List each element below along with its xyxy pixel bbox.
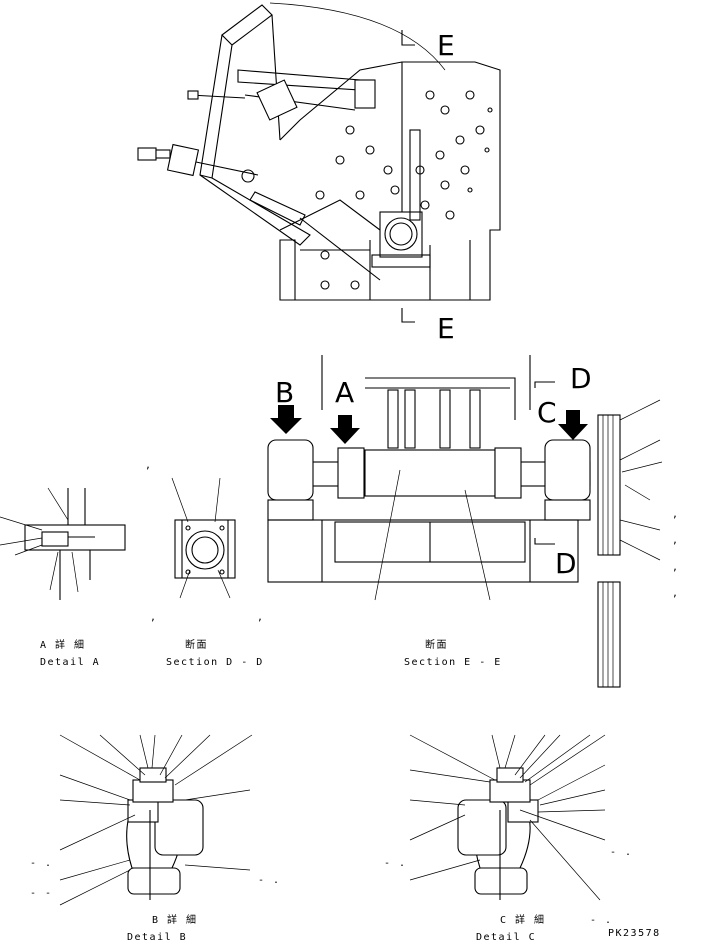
detail-c-title-en: Detail C: [476, 932, 536, 941]
detail-b-view: [59, 734, 253, 906]
detail-a-title-en: Detail A: [40, 657, 100, 668]
section-marker-d-bottom: D: [555, 547, 577, 580]
drawing-number: PK23578: [608, 928, 661, 939]
detail-c-title-jp: C 詳 細: [500, 913, 546, 926]
section-d-d-view: [171, 477, 236, 599]
section-marker-a: A: [335, 376, 354, 409]
section-marker-e-top: E: [437, 29, 455, 62]
detail-a-view: [0, 487, 126, 600]
detail-b-title-jp: B 詳 細: [152, 913, 198, 926]
section-marker-b: B: [275, 376, 294, 409]
stray-mark: - .: [258, 875, 281, 886]
section-e-e-title-en: Section E - E: [404, 657, 502, 668]
section-marker-c: C: [537, 396, 557, 429]
section-d-d-title-jp: 断面: [185, 638, 208, 651]
main-side-view: [137, 2, 501, 323]
detail-b-title-en: Detail B: [127, 932, 187, 941]
stray-mark: ,: [672, 535, 680, 546]
stray-mark: - .: [384, 858, 407, 869]
stray-mark: - .: [610, 847, 633, 858]
stray-mark: - .: [30, 858, 53, 869]
stray-mark: ,: [145, 460, 153, 471]
stray-mark: ,: [257, 612, 265, 623]
stray-mark: ,: [672, 509, 680, 520]
section-marker-d-top: D: [570, 362, 592, 395]
stray-mark: ,: [672, 588, 680, 599]
section-d-d-title-en: Section D - D: [166, 657, 264, 668]
stray-mark: ,: [672, 562, 680, 573]
section-e-e-title-jp: 断面: [425, 638, 448, 651]
stray-mark: ,: [150, 612, 158, 623]
section-e-e-view: [267, 355, 663, 688]
detail-c-view: [409, 734, 606, 901]
bolt-symbols: [315, 90, 493, 290]
detail-a-title-jp: A 詳 細: [40, 638, 86, 651]
stray-mark: - -: [30, 888, 53, 899]
section-marker-e-bottom: E: [437, 312, 455, 345]
stray-mark: - .: [590, 915, 613, 926]
